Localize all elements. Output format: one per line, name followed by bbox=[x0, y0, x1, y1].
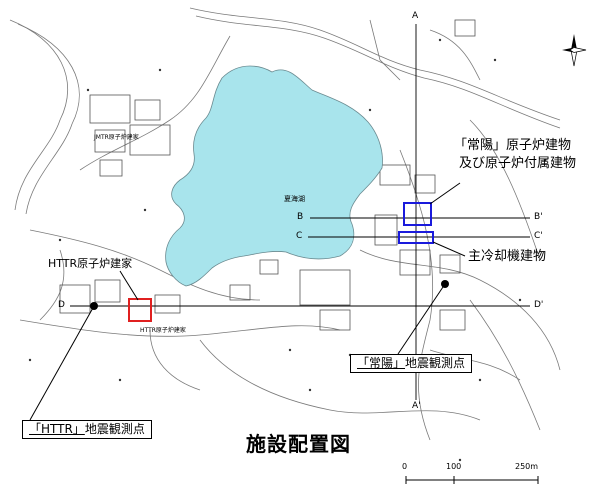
httr-reactor-building-marker[interactable] bbox=[128, 298, 152, 322]
httr-seismic-station-point[interactable] bbox=[90, 302, 98, 310]
httr-reactor-building-label: HTTR原子炉建家 bbox=[48, 257, 133, 270]
section-marker-c-left: C bbox=[296, 231, 303, 241]
main-cooling-building-marker[interactable] bbox=[398, 231, 434, 244]
section-marker-d-right: D' bbox=[534, 300, 544, 310]
lake-label: 夏海湖 bbox=[284, 195, 305, 203]
building-footprints bbox=[59, 19, 476, 331]
section-lines bbox=[70, 24, 530, 400]
section-marker-b-left: B bbox=[297, 212, 304, 222]
joyo-station-label-post: 地震観測点 bbox=[405, 356, 466, 370]
section-marker-a-bottom: A' bbox=[412, 401, 421, 411]
scale-bar bbox=[405, 476, 539, 484]
joyo-reactor-building-marker[interactable] bbox=[403, 202, 432, 226]
section-marker-d-left: D bbox=[58, 300, 65, 310]
joyo-station-label-pre: 「常陽」 bbox=[357, 356, 406, 370]
section-marker-c-right: C' bbox=[534, 231, 543, 241]
joyo-reactor-building-label-line1: 「常陽」原子炉建物 bbox=[454, 138, 572, 153]
httr-station-label-post: 地震観測点 bbox=[84, 422, 145, 436]
section-marker-b-right: B' bbox=[534, 212, 543, 222]
joyo-reactor-building-label-line2: 及び原子炉付属建物 bbox=[459, 156, 577, 171]
joyo-seismic-station-label: 「常陽」地震観測点 bbox=[350, 354, 473, 373]
jmtr-map-text: JMTR原子炉建家 bbox=[94, 134, 139, 141]
page-title: 施設配置図 bbox=[246, 432, 351, 456]
section-marker-a-top: A bbox=[412, 11, 419, 21]
scale-label-end: 250m bbox=[515, 462, 539, 471]
httr-station-label-pre: 「HTTR」 bbox=[29, 422, 85, 436]
httr-seismic-station-label: 「HTTR」地震観測点 bbox=[22, 420, 152, 439]
scale-label-mid: 100 bbox=[446, 462, 462, 471]
scale-label-zero: 0 bbox=[402, 462, 408, 471]
leader-lines bbox=[29, 182, 466, 421]
main-cooling-building-label: 主冷却機建物 bbox=[468, 249, 547, 264]
joyo-seismic-station-point[interactable] bbox=[441, 280, 449, 288]
lake-natsumi bbox=[165, 65, 383, 287]
north-arrow-icon bbox=[562, 34, 587, 67]
httr-map-text: HTTR原子炉建家 bbox=[140, 327, 186, 334]
